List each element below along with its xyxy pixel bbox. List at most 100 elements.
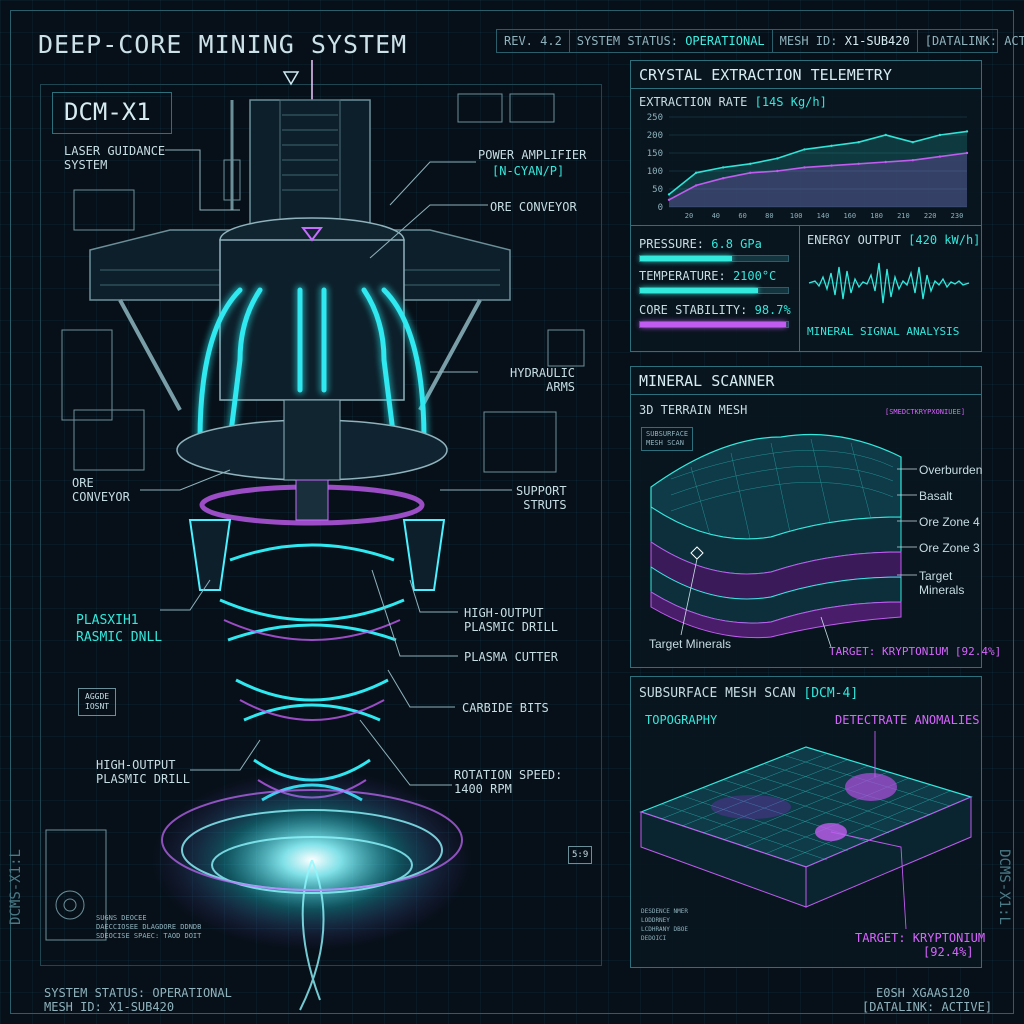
label-high-output-right: HIGH-OUTPUT PLASMIC DRILL [464, 606, 558, 634]
chart-point [667, 193, 671, 196]
pressure-value: 6.8 GPa [711, 237, 762, 251]
target-minerals-label: Target Minerals [649, 637, 732, 651]
chart-point [857, 141, 860, 144]
chart-point [911, 141, 915, 144]
layer-ore-zone-4: Ore Zone 4 [919, 515, 980, 529]
chart-x-tick: 100 [790, 212, 803, 220]
extraction-rate: EXTRACTION RATE [14S Kg/h] [639, 95, 827, 109]
energy-output: ENERGY OUTPUT [420 kW/h] [807, 233, 980, 247]
pressure-label: PRESSURE: [639, 237, 705, 251]
stability-value: 98.7% [754, 303, 791, 317]
chart-x-tick: 20 [685, 212, 693, 220]
footer-status: SYSTEM STATUS: OPERATIONAL [44, 986, 232, 1000]
label-carbide-bits: CARBIDE BITS [462, 701, 549, 715]
chart-series-area [669, 153, 967, 207]
stability-label: CORE STABILITY: [639, 303, 748, 317]
chart-point [667, 198, 671, 201]
label-laser-guidance: LASER GUIDANCE SYSTEM [64, 144, 166, 172]
chart-y-tick: 150 [647, 149, 663, 159]
mesh-id: MESH ID: X1-SUB420 [773, 30, 918, 52]
label-ore-conveyor-top: ORE CONVEYOR [490, 200, 577, 214]
footer-right-top: E0SH XGAAS120 [876, 986, 970, 1000]
chart-point [965, 130, 969, 133]
mineral-signal-label: MINERAL SIGNAL ANALYSIS [807, 325, 960, 338]
stability-gauge-fill [640, 322, 787, 327]
revision-label: REV. 4.2 [497, 30, 570, 52]
chart-x-tick: 60 [738, 212, 746, 220]
model-id: DCM-X1 [64, 98, 151, 126]
outer-frame [10, 10, 1014, 1014]
scanner-tag: [SMEDCTKRYPXONIUEE] [885, 408, 966, 416]
chart-point [830, 164, 833, 167]
footer-mesh: MESH ID: X1-SUB420 [44, 1000, 175, 1014]
mineral-signal-waveform [808, 262, 970, 304]
mesh-target-line2: [92.4%] [923, 945, 974, 959]
chart-point [694, 171, 698, 174]
mesh-scan-title-tag: [DCM-4] [803, 686, 859, 701]
chart-x-tick: 160 [843, 212, 856, 220]
telemetry-title: CRYSTAL EXTRACTION TELEMETRY [631, 61, 981, 89]
chart-point [884, 160, 887, 164]
side-label-right: DCMS-X1:L [995, 849, 1012, 925]
mesh-scan-title-text: SUBSURFACE MESH SCAN [639, 686, 796, 701]
anomalies-label: DETECTRATE ANOMALIES [835, 713, 980, 727]
mesh-scan-title: SUBSURFACE MESH SCAN [DCM-4] [639, 687, 858, 701]
mineral-scanner-panel: MINERAL SCANNER 3D TERRAIN MESH [SMEDCTK… [630, 366, 1001, 668]
terrain-mesh-label: 3D TERRAIN MESH [639, 403, 748, 417]
page-title: DEEP-CORE MINING SYSTEM [38, 30, 408, 59]
chart-point [830, 144, 833, 147]
chart-point [884, 133, 887, 137]
label-plasmic-left: PLASXIH1 RASMIC DNLL [76, 613, 163, 645]
system-status-value: OPERATIONAL [685, 34, 765, 48]
temperature-label: TEMPERATURE: [639, 269, 726, 283]
status-bar: REV. 4.2 SYSTEM STATUS: OPERATIONAL MESH… [496, 29, 1024, 53]
label-support-struts: SUPPORT STRUTS [516, 484, 567, 512]
chart-x-tick: 180 [870, 212, 883, 220]
temperature-gauge [639, 287, 789, 294]
topography-label: TOPOGRAPHY [645, 713, 718, 727]
layer-ore-zone-3: Ore Zone 3 [919, 541, 980, 555]
chart-x-tick: 210 [897, 212, 910, 220]
system-status-label: SYSTEM STATUS: [576, 34, 678, 48]
pressure-readout: PRESSURE: 6.8 GPa [639, 237, 762, 251]
chart-x-tick: 40 [712, 212, 720, 220]
layer-overburden: Overburden [919, 463, 983, 477]
chart-point [694, 184, 698, 187]
chart-y-tick: 250 [647, 113, 663, 123]
temperature-gauge-fill [640, 288, 759, 293]
mineral-scanner-title: MINERAL SCANNER [631, 367, 981, 395]
label-plasma-cutter: PLASMA CUTTER [464, 650, 558, 664]
datalink-status: [DATALINK: ACTIVE] [924, 34, 1024, 48]
temperature-readout: TEMPERATURE: 2100°C [639, 269, 776, 283]
chart-point [721, 177, 725, 180]
mesh-scan-terrain [639, 731, 973, 930]
mesh-scan-panel: SUBSURFACE MESH SCAN [DCM-4] TOPOGRAPHY … [630, 676, 985, 968]
chart-y-tick: 50 [652, 185, 663, 195]
layer-target-minerals: Target Minerals [919, 569, 965, 597]
scanner-target: TARGET: KRYPTONIUM [92.4%] [829, 645, 1002, 658]
chart-x-tick: 140 [817, 212, 830, 220]
mesh-id-value: X1-SUB420 [844, 34, 910, 48]
chart-point [749, 171, 752, 174]
chart-point [965, 151, 969, 155]
chart-x-tick: 80 [765, 212, 773, 220]
extraction-rate-value: [14S Kg/h] [754, 95, 827, 109]
chart-point [749, 162, 752, 165]
layer-basalt: Basalt [919, 489, 953, 503]
chart-series-area [669, 131, 967, 207]
spec-text: SUGNS DEOCEE DAECCIOSEE DLAGDORE DDNDB S… [96, 914, 202, 940]
chart-point [776, 157, 779, 160]
energy-output-value: [420 kW/h] [908, 233, 981, 247]
chart-x-tick: 220 [924, 212, 937, 220]
label-rotation-speed: ROTATION SPEED: 1400 RPM [454, 768, 563, 796]
chart-point [857, 162, 860, 165]
spec-number: 5:9 [568, 846, 593, 864]
label-ore-conveyor-left: ORE CONVEYOR [72, 476, 130, 504]
chart-point [911, 159, 915, 162]
model-id-box [52, 92, 172, 134]
chart-series-line [668, 152, 968, 201]
pressure-gauge [639, 255, 789, 262]
footer-datalink: [DATALINK: ACTIVE] [862, 1000, 993, 1014]
extraction-rate-label: EXTRACTION RATE [639, 95, 748, 109]
